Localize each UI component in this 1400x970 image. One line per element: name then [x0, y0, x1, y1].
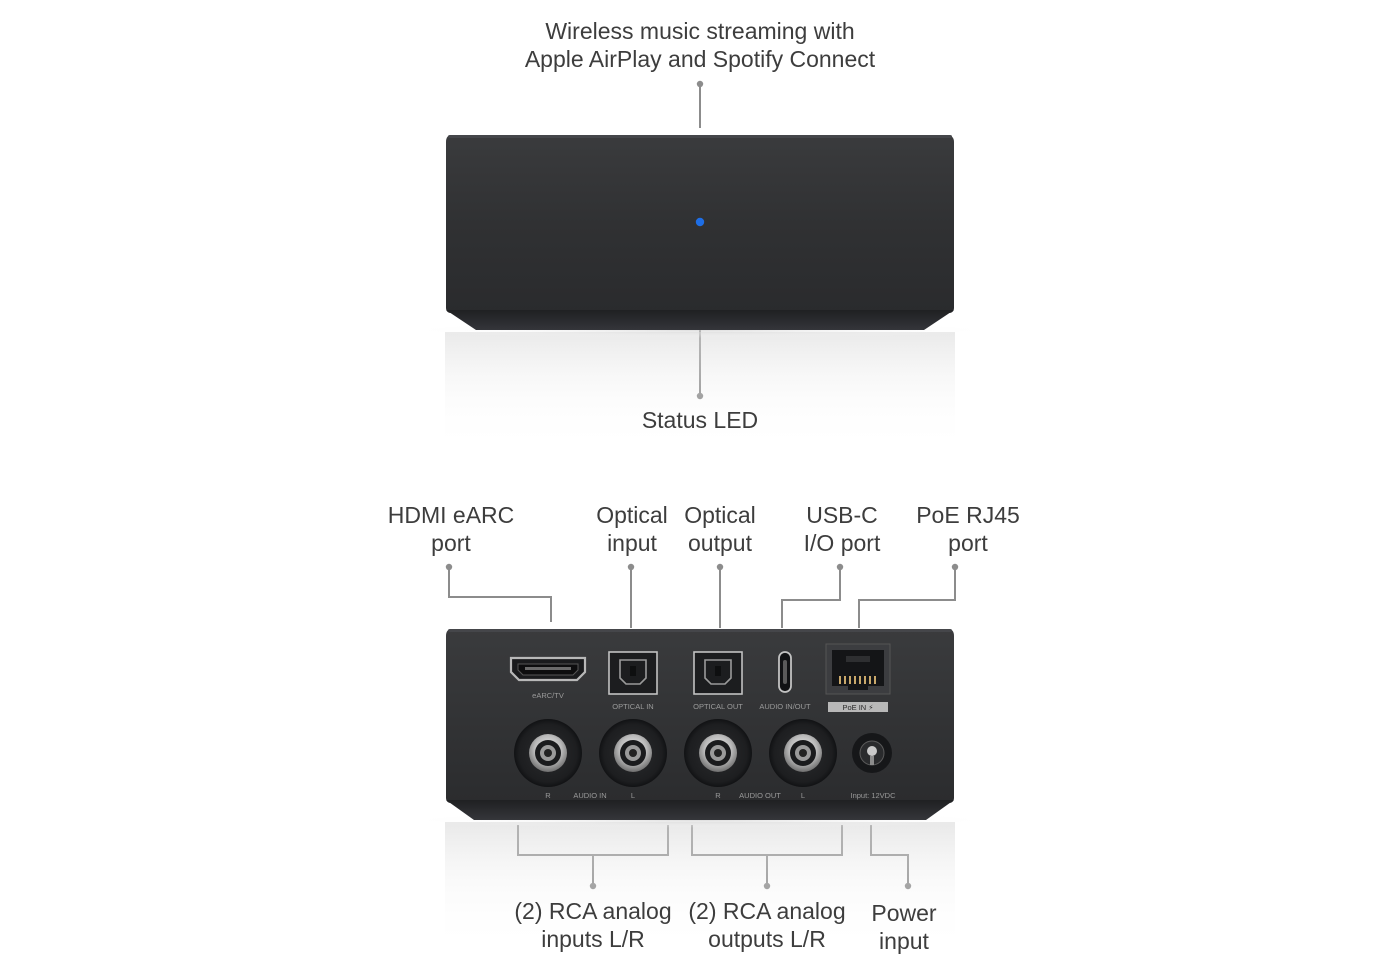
label-wireless-streaming: Wireless music streaming with Apple AirP… — [525, 17, 875, 73]
label-line: Apple AirPlay and Spotify Connect — [524, 46, 876, 72]
silk-usbc: AUDIO IN/OUT — [759, 702, 811, 711]
label-line: inputs L/R — [541, 926, 645, 952]
rca-jack-out-r — [684, 719, 752, 787]
silk-poe: PoE IN ⚡ — [842, 703, 873, 712]
rear-base — [446, 800, 954, 820]
label-line: Status LED — [641, 407, 759, 433]
label-rca-analog-outputs: (2) RCA analog outputs L/R — [688, 897, 845, 953]
optical-in-port — [608, 651, 658, 695]
silk-audio-out: AUDIO OUT — [739, 791, 781, 800]
label-line: Optical — [596, 502, 668, 528]
device-rear-view: eARC/TV OPTICAL IN OPTICAL OUT AUDIO IN/… — [400, 629, 1000, 952]
usbc-port — [778, 651, 792, 693]
leader-dot — [445, 563, 453, 571]
label-optical-input: Optical input — [596, 501, 668, 557]
label-rca-analog-inputs: (2) RCA analog inputs L/R — [514, 897, 671, 953]
rca-jack-out-l — [769, 719, 837, 787]
hdmi-port — [509, 656, 587, 682]
label-line: port — [948, 530, 988, 556]
rear-top-edge — [448, 629, 952, 632]
dc-power-jack — [852, 733, 892, 773]
label-line: USB-C — [806, 502, 878, 528]
label-optical-output: Optical output — [684, 501, 756, 557]
silk-audio-in-l: L — [631, 791, 635, 800]
label-line: port — [431, 530, 471, 556]
leader-hdmi — [448, 567, 552, 622]
label-status-led: Status LED — [642, 406, 758, 434]
silk-audio-out-r: R — [715, 791, 721, 800]
label-line: (2) RCA analog — [688, 898, 846, 924]
label-line: output — [688, 530, 752, 556]
label-line: PoE RJ45 — [916, 502, 1020, 528]
rj45-port — [825, 643, 891, 695]
leader-dot — [836, 563, 844, 571]
label-line: I/O port — [803, 530, 881, 556]
label-line: HDMI eARC — [387, 502, 515, 528]
front-top-edge — [448, 135, 952, 138]
silk-audio-out-l: L — [801, 791, 805, 800]
leader-dot — [627, 563, 635, 571]
device-front-view — [400, 135, 1000, 452]
status-led — [695, 217, 705, 227]
label-line: input — [879, 928, 929, 954]
label-usbc-io-port: USB-C I/O port — [804, 501, 881, 557]
label-line: outputs L/R — [708, 926, 826, 952]
leader-dot — [696, 80, 704, 88]
silk-audio-in: AUDIO IN — [573, 791, 606, 800]
label-line: (2) RCA analog — [514, 898, 672, 924]
label-poe-rj45-port: PoE RJ45 port — [916, 501, 1020, 557]
leader-poe — [858, 567, 956, 628]
rca-jack-in-r — [514, 719, 582, 787]
front-reflection — [445, 332, 955, 452]
label-line: Optical — [684, 502, 756, 528]
label-hdmi-earc-port: HDMI eARC port — [388, 501, 515, 557]
rca-jack-in-l — [599, 719, 667, 787]
optical-out-port — [693, 651, 743, 695]
silk-power: Input: 12VDC — [850, 791, 896, 800]
label-line: Wireless music streaming with — [545, 18, 855, 44]
label-line: Power — [871, 900, 937, 926]
rear-reflection — [445, 822, 955, 952]
silk-optical-in: OPTICAL IN — [612, 702, 653, 711]
leader-usbc — [781, 567, 841, 628]
poe-label-plate — [828, 702, 888, 712]
leader-dot — [716, 563, 724, 571]
label-power-input: Power input — [871, 899, 936, 955]
silk-optical-out: OPTICAL OUT — [693, 702, 743, 711]
front-base — [446, 310, 954, 330]
label-line: input — [607, 530, 657, 556]
leader-dot — [951, 563, 959, 571]
silk-audio-in-r: R — [545, 791, 551, 800]
silk-hdmi: eARC/TV — [532, 691, 564, 700]
